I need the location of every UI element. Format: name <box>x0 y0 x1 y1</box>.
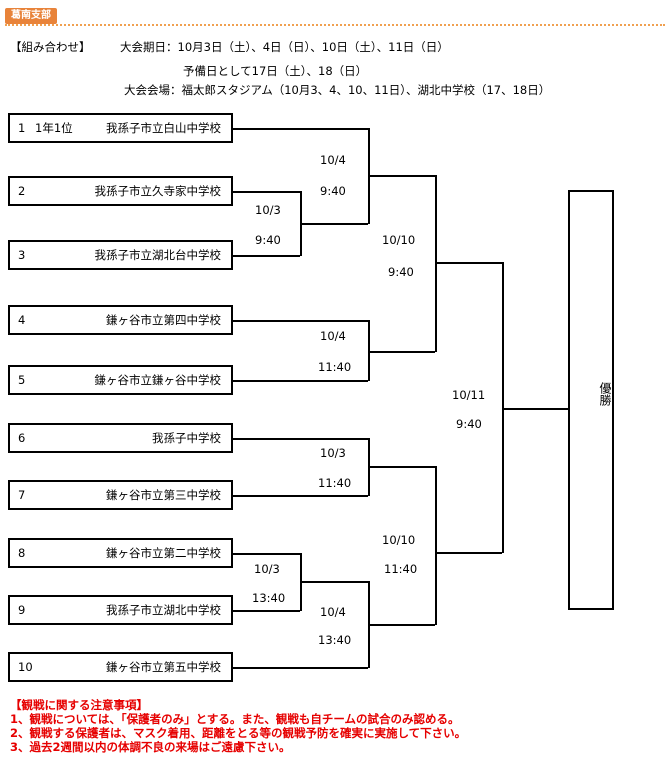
champion-box: 優勝 <box>568 190 614 610</box>
match-time: 9:40 <box>388 265 414 279</box>
team-box-3: 3 我孫子市立湖北台中学校 <box>8 240 233 270</box>
team-number: 8 <box>18 546 26 560</box>
team-box-7: 7 鎌ヶ谷市立第三中学校 <box>8 480 233 510</box>
viewing-notes: 【観戦に関する注意事項】 1、観戦については、「保護者のみ」とする。また、観戦も… <box>10 698 466 754</box>
team-number: 10 <box>18 660 33 674</box>
team-number: 6 <box>18 431 26 445</box>
team-name: 鎌ヶ谷市立第五中学校 <box>106 660 221 674</box>
tournament-dates: 大会期日：10月3日（土）、4日（日）、10日（土）、11日（日） <box>120 40 449 54</box>
bracket-line <box>368 320 370 381</box>
team-name: 我孫子市立久寺家中学校 <box>94 184 222 198</box>
bracket-line <box>435 175 437 352</box>
team-number: 3 <box>18 248 26 262</box>
match-date: 10/10 <box>382 533 416 547</box>
match-time: 11:40 <box>318 476 352 490</box>
bracket-line <box>300 581 368 583</box>
team-name: 我孫子市立湖北中学校 <box>106 603 221 617</box>
match-date: 10/3 <box>320 446 346 460</box>
branch-tab: 葛南支部 <box>5 8 57 24</box>
note-item: 1、観戦については、「保護者のみ」とする。また、観戦も自チームの試合のみ認める。 <box>10 712 460 726</box>
bracket-line <box>233 667 368 669</box>
bracket-line <box>300 223 368 225</box>
bracket-line <box>233 438 368 440</box>
team-box-8: 8 鎌ヶ谷市立第二中学校 <box>8 538 233 568</box>
team-box-2: 2 我孫子市立久寺家中学校 <box>8 176 233 206</box>
team-rank: 1年1位 <box>35 121 73 135</box>
team-number: 7 <box>18 488 26 502</box>
team-number: 5 <box>18 373 26 387</box>
bracket-line <box>368 466 435 468</box>
bracket-line <box>233 128 368 130</box>
team-number: 1 <box>18 121 26 135</box>
match-time: 13:40 <box>252 591 286 605</box>
bracket-line <box>233 255 300 257</box>
team-name: 我孫子市立白山中学校 <box>106 121 221 135</box>
bracket-line <box>435 552 502 554</box>
bracket-line <box>502 262 504 553</box>
info-heading: 【組み合わせ】 <box>10 40 91 54</box>
team-name: 我孫子中学校 <box>152 431 221 445</box>
match-date: 10/4 <box>320 605 346 619</box>
bracket-line <box>435 466 437 625</box>
match-date: 10/3 <box>255 203 281 217</box>
team-name: 鎌ヶ谷市立鎌ヶ谷中学校 <box>94 373 222 387</box>
team-name: 鎌ヶ谷市立第二中学校 <box>106 546 221 560</box>
match-date: 10/10 <box>382 233 416 247</box>
notes-title: 【観戦に関する注意事項】 <box>10 698 148 712</box>
team-box-10: 10 鎌ヶ谷市立第五中学校 <box>8 652 233 682</box>
match-date: 10/4 <box>320 329 346 343</box>
team-number: 4 <box>18 313 26 327</box>
team-box-5: 5 鎌ヶ谷市立鎌ヶ谷中学校 <box>8 365 233 395</box>
tab-divider <box>5 24 665 26</box>
champion-label: 優勝 <box>598 382 612 406</box>
bracket-line <box>435 262 502 264</box>
match-time: 13:40 <box>318 633 352 647</box>
team-number: 2 <box>18 184 26 198</box>
team-box-4: 4 鎌ヶ谷市立第四中学校 <box>8 305 233 335</box>
match-time: 9:40 <box>255 233 281 247</box>
note-item: 2、観戦する保護者は、マスク着用、距離をとる等の観戦予防を確実に実施して下さい。 <box>10 726 467 740</box>
bracket-line <box>233 320 368 322</box>
match-date: 10/4 <box>320 153 346 167</box>
match-date: 10/11 <box>452 388 486 402</box>
team-name: 我孫子市立湖北台中学校 <box>94 248 222 262</box>
match-time: 11:40 <box>318 360 352 374</box>
bracket-line <box>233 495 368 497</box>
bracket-line <box>368 624 435 626</box>
team-name: 鎌ヶ谷市立第三中学校 <box>106 488 221 502</box>
match-time: 9:40 <box>456 417 482 431</box>
note-item: 3、過去2週間以内の体調不良の来場はご遠慮下さい。 <box>10 740 291 754</box>
bracket-line <box>233 191 300 193</box>
match-date: 10/3 <box>254 562 280 576</box>
bracket-line <box>368 351 435 353</box>
match-time: 9:40 <box>320 184 346 198</box>
venue: 大会会場：福太郎スタジアム（10月3、4、10、11日）、湖北中学校（17、18… <box>124 83 551 97</box>
match-time: 11:40 <box>384 562 418 576</box>
bracket-line <box>233 380 368 382</box>
team-box-6: 6 我孫子中学校 <box>8 423 233 453</box>
team-box-9: 9 我孫子市立湖北中学校 <box>8 595 233 625</box>
bracket-line <box>368 175 435 177</box>
reserve-dates: 予備日として17日（土）、18（日） <box>183 64 368 78</box>
team-number: 9 <box>18 603 26 617</box>
bracket-line <box>502 408 568 410</box>
team-name: 鎌ヶ谷市立第四中学校 <box>106 313 221 327</box>
team-box-1: 1 1年1位 我孫子市立白山中学校 <box>8 113 233 143</box>
bracket-line <box>233 610 300 612</box>
bracket-line <box>233 553 300 555</box>
